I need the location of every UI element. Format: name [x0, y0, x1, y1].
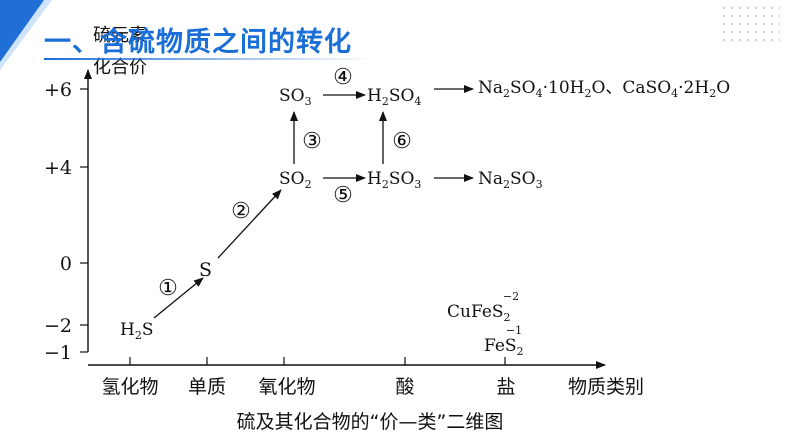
step-5-label: ⑤ — [333, 183, 353, 208]
y-tick-label-plus6: +6 — [44, 79, 72, 101]
node-na2so3: Na2SO3 — [478, 169, 543, 191]
corner-decoration — [0, 0, 44, 62]
fes2-valence-mark: −1 — [506, 324, 522, 337]
node-so3: SO3 — [279, 86, 312, 108]
y-tick-label-0: 0 — [60, 253, 72, 275]
step-2-label: ② — [231, 199, 251, 224]
node-h2so3: H2SO3 — [367, 169, 421, 191]
x-category-element: 单质 — [188, 376, 226, 398]
title-underline — [44, 58, 374, 60]
y-tick-label-minus1: −1 — [44, 342, 72, 364]
step-4-label: ④ — [333, 65, 353, 90]
figure-caption: 硫及其化合物的“价—类”二维图 — [237, 411, 504, 433]
y-axis-title-line2: 化合价 — [93, 57, 147, 78]
node-fes2: FeS2 — [484, 336, 524, 358]
cufes2-valence-mark: −2 — [503, 290, 519, 303]
arrow-s-to-so2 — [217, 189, 282, 259]
dot-pattern-decoration — [720, 4, 780, 44]
node-sulfate-salts: Na2SO4·10H2O、CaSO4·2H2O — [478, 78, 730, 100]
x-category-acid: 酸 — [395, 376, 414, 398]
node-h2so4: H2SO4 — [367, 86, 421, 108]
node-h2s: H2S — [120, 320, 153, 342]
step-1-label: ① — [158, 276, 178, 301]
y-axis-title-line1: 硫元素 — [93, 25, 147, 46]
x-category-oxide: 氧化物 — [258, 376, 315, 398]
node-s: S — [199, 259, 212, 281]
node-cufes2: CuFeS2 — [447, 302, 511, 324]
step-3-label: ③ — [302, 129, 322, 154]
step-6-label: ⑥ — [392, 129, 412, 154]
section-title: 一、含硫物质之间的转化 — [44, 27, 352, 58]
x-category-salt: 盐 — [496, 376, 515, 398]
x-axis-title: 物质类别 — [568, 376, 644, 398]
node-so2: SO2 — [279, 169, 312, 191]
arrow-h2s-to-s — [153, 277, 204, 319]
y-tick-label-plus4: +4 — [44, 157, 72, 179]
y-tick-label-minus2: −2 — [44, 315, 72, 337]
x-category-hydride: 氢化物 — [101, 376, 158, 398]
